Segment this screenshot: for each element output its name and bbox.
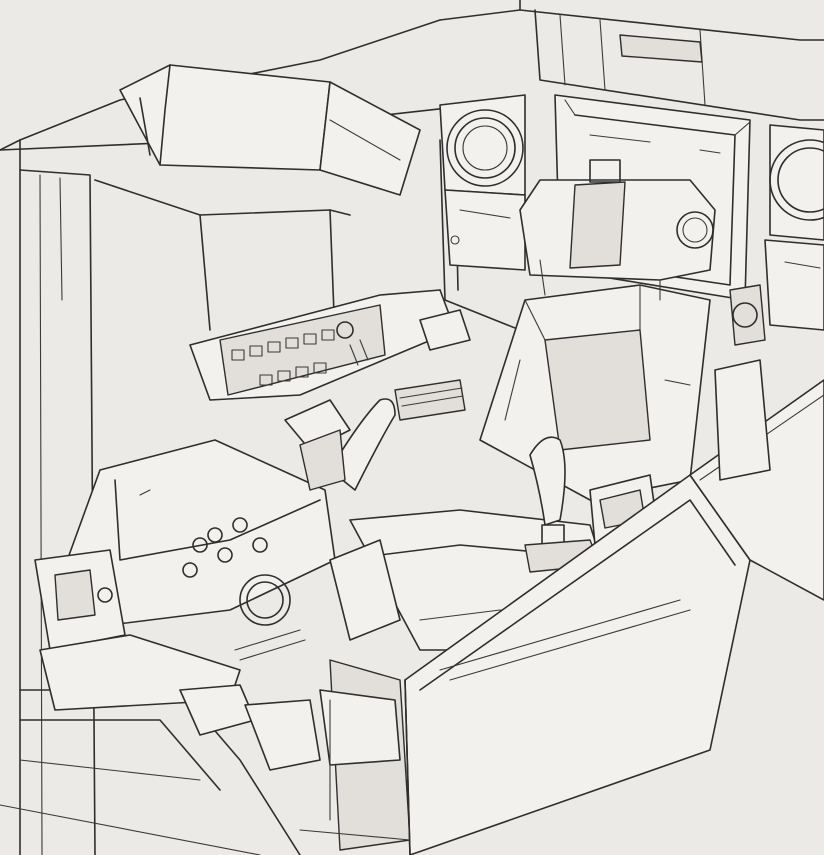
instrument-panel [189, 289, 471, 421]
floor-edges [0, 679, 411, 855]
rear-bulkhead-vents [439, 94, 824, 331]
panel-button-grid [231, 329, 335, 386]
throttle-lever [284, 398, 396, 491]
foot-pedals [179, 574, 411, 851]
right-side-panel [404, 284, 824, 855]
left-console [34, 398, 396, 711]
console-buttons [182, 517, 268, 578]
headrest [519, 159, 716, 301]
